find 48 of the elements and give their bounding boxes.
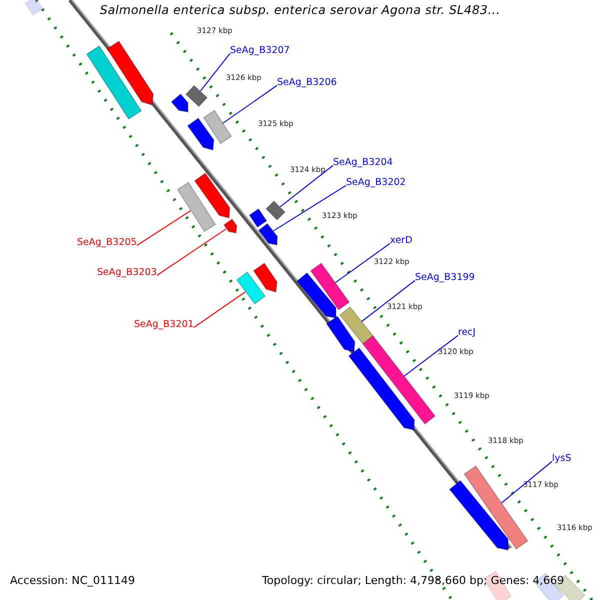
gene-feature xyxy=(258,222,278,246)
gene-label: lysS xyxy=(552,454,572,464)
gene-feature xyxy=(24,0,44,16)
gene-label: xerD xyxy=(390,236,412,246)
gene-feature xyxy=(176,182,216,232)
gene-feature xyxy=(106,40,154,106)
leader-line xyxy=(334,242,390,284)
gene-feature xyxy=(265,200,286,221)
leader-line xyxy=(156,228,226,276)
title: Salmonella enterica subsp. enterica serovar Agona str. SL483... xyxy=(98,4,502,18)
accession-text: Accession: NC_011149 xyxy=(10,575,136,588)
gene-feature xyxy=(185,84,208,108)
gene-feature xyxy=(236,271,266,305)
gene-feature xyxy=(252,262,278,293)
gene-feature xyxy=(223,218,238,234)
gene-label: recJ xyxy=(458,328,476,338)
gene-label: SeAg_B3199 xyxy=(415,273,475,284)
gene-label: SeAg_B3203 xyxy=(97,268,157,278)
gene-feature xyxy=(362,335,436,425)
gene-feature xyxy=(448,480,509,551)
gene-feature xyxy=(187,118,214,151)
leader-line xyxy=(404,334,458,376)
leader-line xyxy=(222,84,278,124)
gene-label: SeAg_B3206 xyxy=(277,78,337,88)
gene-label: SeAg_B3207 xyxy=(230,46,290,56)
gene-label: SeAg_B3205 xyxy=(77,238,137,248)
gene-feature xyxy=(170,93,188,113)
leader-line xyxy=(193,291,246,328)
gene-feature xyxy=(310,262,350,310)
gene-feature xyxy=(534,572,564,600)
gene-feature xyxy=(86,45,142,120)
leader-line xyxy=(136,210,192,246)
gene-feature xyxy=(202,110,232,144)
gene-label: SeAg_B3201 xyxy=(134,320,194,330)
gene-label: SeAg_B3204 xyxy=(333,158,393,168)
gene-feature xyxy=(194,172,230,219)
leader-line xyxy=(361,280,416,322)
gene-feature xyxy=(326,316,356,353)
gene-feature xyxy=(348,347,415,431)
leader-line xyxy=(501,460,552,504)
genome-stats-text: Topology: circular; Length: 4,798,660 bp; Genes: 4,669 xyxy=(262,575,564,588)
gene-feature xyxy=(248,208,268,228)
leader-line xyxy=(200,52,230,92)
gene-label: SeAg_B3202 xyxy=(346,178,406,188)
leader-line xyxy=(280,164,334,208)
gene-feature xyxy=(296,272,336,319)
gene-feature xyxy=(339,306,374,345)
leader-line xyxy=(272,184,346,232)
